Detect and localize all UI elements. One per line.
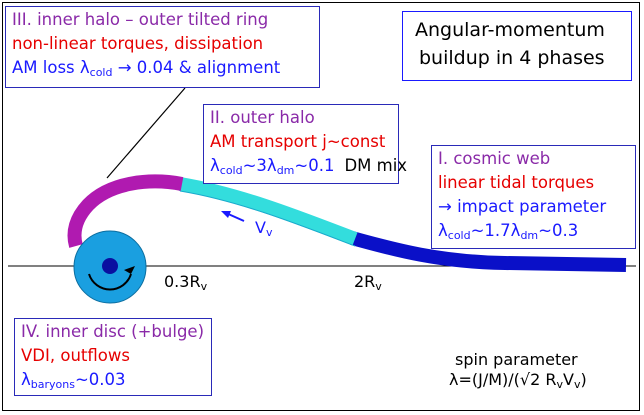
phase2-box: II. outer halo AM transport j~const λcol… — [203, 104, 399, 184]
velocity-arrowhead-icon — [221, 211, 231, 218]
spin-parameter-formula: λ=(J/M)/(√2 RvVv) — [449, 370, 587, 389]
title-line-2: buildup in 4 phases — [419, 46, 605, 70]
spin-parameter-caption: spin parameter — [455, 350, 578, 369]
disc-center-dot — [102, 258, 118, 274]
phase1-line-4: λcold~1.7λdm~0.3 — [438, 221, 578, 241]
phase1-line-2: linear tidal torques — [438, 173, 594, 193]
phase1-line-3: → impact parameter — [438, 197, 606, 217]
phase3-box: III. inner halo – outer tilted ring non-… — [5, 6, 320, 88]
phase3-line-3: AM loss λcold → 0.04 & alignment — [12, 58, 280, 78]
phase3-heading: III. inner halo – outer tilted ring — [12, 10, 268, 30]
phase2-heading: II. outer halo — [210, 108, 315, 128]
radius-label-0.3Rv: 0.3Rv — [164, 272, 207, 291]
phase4-box: IV. inner disc (+bulge) VDI, outflows λb… — [14, 318, 212, 396]
radius-label-2Rv: 2Rv — [354, 272, 382, 291]
phase1-box: I. cosmic web linear tidal torques → imp… — [431, 145, 636, 249]
phase3-leader-line — [107, 88, 185, 178]
title-line-1: Angular-momentum — [415, 18, 605, 42]
velocity-label: Vv — [255, 218, 272, 237]
title-box: Angular-momentum buildup in 4 phases — [402, 11, 632, 81]
phase1-heading: I. cosmic web — [438, 149, 550, 169]
phase3-line-2: non-linear torques, dissipation — [12, 34, 263, 54]
phase4-heading: IV. inner disc (+bulge) — [21, 322, 204, 342]
phase4-line-2: VDI, outflows — [21, 346, 130, 366]
phase4-line-3: λbaryons~0.03 — [21, 370, 126, 390]
phase2-line-2: AM transport j~const — [210, 132, 385, 152]
